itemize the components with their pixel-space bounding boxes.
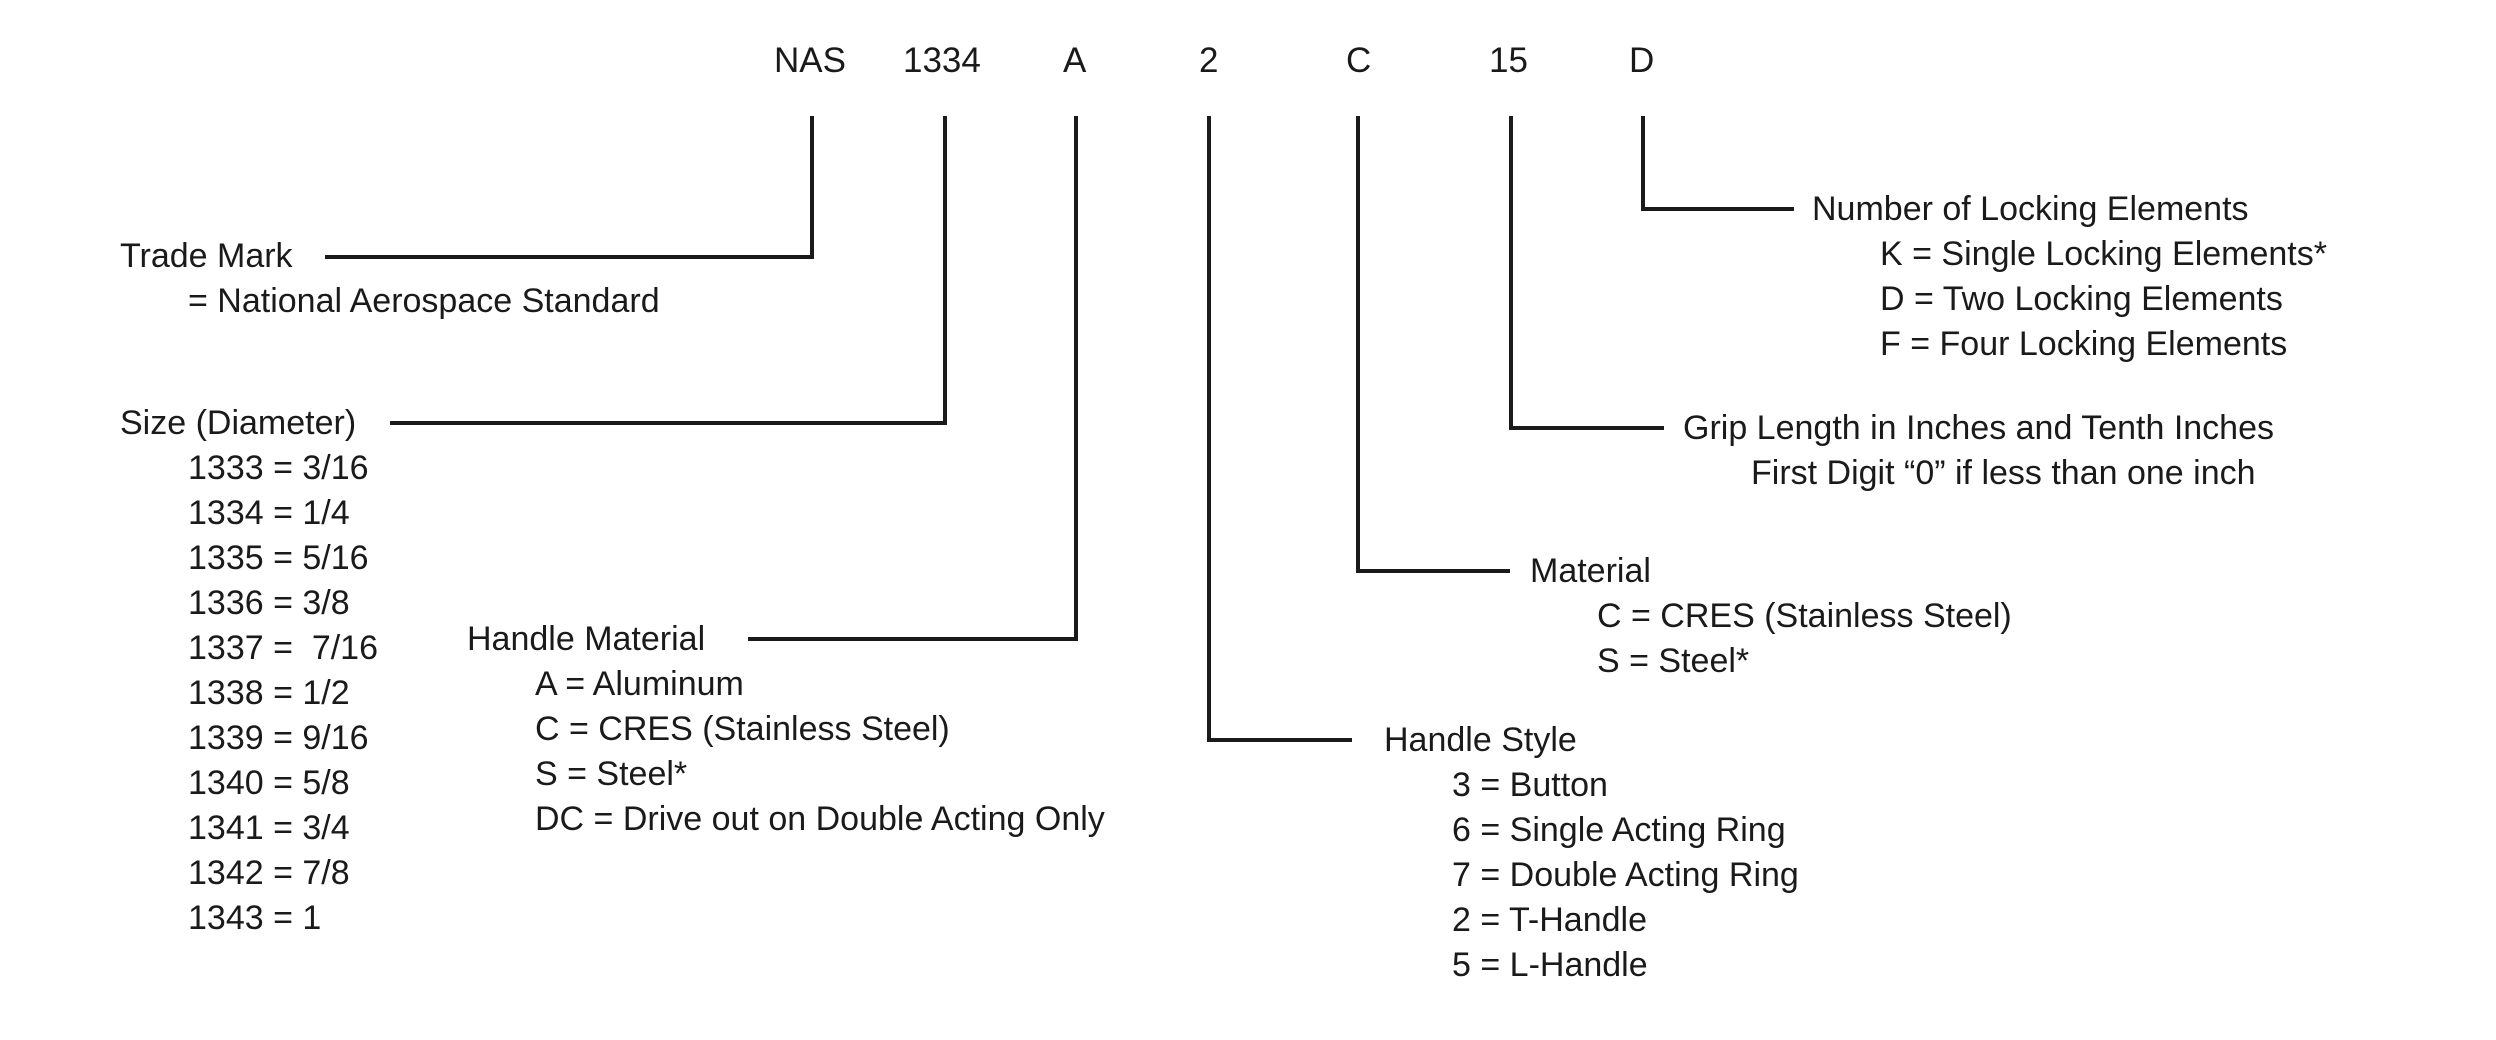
size-line: 1338 = 1/2 bbox=[188, 674, 350, 712]
connector-a bbox=[748, 116, 1078, 641]
segment-size: 1334 bbox=[903, 41, 981, 80]
material-line: S = Steel* bbox=[1597, 642, 1750, 680]
handle-style-line: 3 = Button bbox=[1452, 766, 1608, 804]
handle-material-title: Handle Material bbox=[467, 620, 706, 658]
connector-2 bbox=[1207, 116, 1352, 742]
segment-nas: NAS bbox=[774, 41, 846, 80]
size-line: 1342 = 7/8 bbox=[188, 854, 350, 892]
segment-locking-elements: D bbox=[1629, 41, 1655, 80]
handle-material-line: A = Aluminum bbox=[535, 665, 744, 703]
handle-style-line: 2 = T-Handle bbox=[1452, 901, 1648, 939]
locking-elements-title: Number of Locking Elements bbox=[1812, 190, 2249, 228]
handle-material-line: DC = Drive out on Double Acting Only bbox=[535, 800, 1105, 838]
grip-length-title: Grip Length in Inches and Tenth Inches bbox=[1683, 409, 2274, 447]
size-line: 1339 = 9/16 bbox=[188, 719, 369, 757]
material-title: Material bbox=[1530, 552, 1651, 590]
connector-d bbox=[1641, 116, 1794, 211]
size-line: 1340 = 5/8 bbox=[188, 764, 350, 802]
size-line: 1343 = 1 bbox=[188, 899, 322, 937]
handle-material-line: S = Steel* bbox=[535, 755, 688, 793]
size-line: 1341 = 3/4 bbox=[188, 809, 350, 847]
size-line: 1335 = 5/16 bbox=[188, 539, 369, 577]
locking-elements-line: K = Single Locking Elements* bbox=[1880, 235, 2327, 273]
size-title: Size (Diameter) bbox=[120, 404, 357, 442]
material-line: C = CRES (Stainless Steel) bbox=[1597, 597, 2012, 635]
segment-grip-length: 15 bbox=[1489, 41, 1528, 80]
connector-nas bbox=[325, 116, 814, 259]
locking-elements-line: F = Four Locking Elements bbox=[1880, 325, 2288, 363]
handle-style-line: 6 = Single Acting Ring bbox=[1452, 811, 1786, 849]
connector-c bbox=[1356, 116, 1510, 573]
size-line: 1334 = 1/4 bbox=[188, 494, 350, 532]
connector-1334 bbox=[390, 116, 947, 425]
handle-material-line: C = CRES (Stainless Steel) bbox=[535, 710, 950, 748]
segment-material: C bbox=[1346, 41, 1372, 80]
handle-style-title: Handle Style bbox=[1384, 721, 1577, 759]
size-line: 1336 = 3/8 bbox=[188, 584, 350, 622]
trade-mark-title: Trade Mark bbox=[120, 237, 293, 275]
grip-length-line: First Digit “0” if less than one inch bbox=[1751, 454, 2256, 492]
handle-style-line: 7 = Double Acting Ring bbox=[1452, 856, 1799, 894]
size-line: 1337 = 7/16 bbox=[188, 629, 379, 667]
connector-15 bbox=[1509, 116, 1664, 430]
locking-elements-line: D = Two Locking Elements bbox=[1880, 280, 2283, 318]
trade-mark-line: = National Aerospace Standard bbox=[188, 282, 660, 320]
segment-handle-material: A bbox=[1063, 41, 1087, 80]
segment-handle-style: 2 bbox=[1199, 41, 1219, 80]
size-line: 1333 = 3/16 bbox=[188, 449, 369, 487]
handle-style-line: 5 = L-Handle bbox=[1452, 946, 1648, 984]
